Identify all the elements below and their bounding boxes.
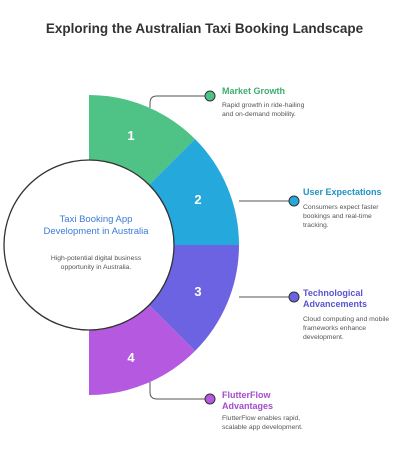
segment-3-number: 3 — [194, 284, 202, 299]
segment-2-arc — [149, 139, 239, 245]
item-3-title: Technological Advancements — [303, 288, 368, 309]
segment-2-number: 2 — [194, 192, 202, 207]
item-4-title: FlutterFlow Advantages — [222, 390, 274, 411]
item-2-title: User Expectations — [303, 187, 382, 197]
segment-4-number: 4 — [127, 350, 135, 365]
center-description: High-potential digital business opportun… — [50, 255, 142, 271]
marker-dot-3 — [288, 291, 300, 303]
marker-dot-2 — [288, 195, 300, 207]
item-1-description: Rapid growth in ride-hailing and on-dema… — [222, 102, 305, 118]
connector-1 — [149, 95, 206, 108]
connector-4 — [149, 382, 206, 400]
diagram-title: Exploring the Australian Taxi Booking La… — [45, 21, 364, 36]
item-3-description: Cloud computing and mobile frameworks en… — [303, 316, 390, 341]
item-2-description: Consumers expect faster bookings and rea… — [303, 204, 379, 229]
item-1-title: Market Growth — [222, 86, 286, 96]
marker-dot-4 — [204, 393, 216, 405]
segment-4-arc — [89, 305, 195, 395]
center-title: Taxi Booking App Development in Australi… — [43, 214, 149, 237]
item-4-description: FlutterFlow enables rapid, scalable app … — [222, 415, 303, 431]
segment-3-arc — [149, 245, 239, 351]
segment-1-arc — [89, 95, 195, 185]
center-circle — [3, 159, 175, 331]
marker-dot-1 — [204, 90, 216, 102]
segment-1-number: 1 — [127, 128, 135, 143]
